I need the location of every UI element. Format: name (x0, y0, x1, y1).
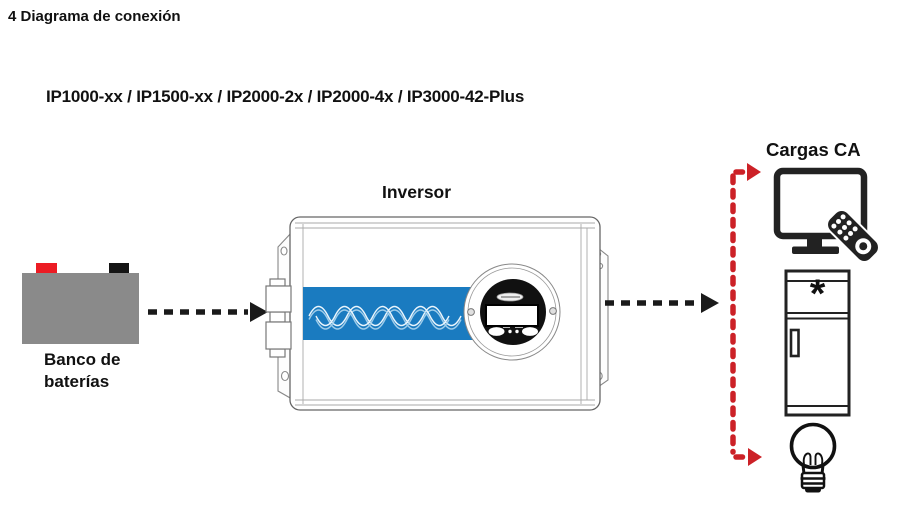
lcd-screen (485, 304, 539, 327)
fridge-door-handle (789, 328, 800, 358)
battery-bank-label: Banco de baterías (44, 349, 121, 393)
bezel-screw-right (549, 307, 557, 315)
red-arrowhead-to-bulb (748, 448, 762, 466)
bulb-filament (802, 452, 824, 465)
freezer-symbol: * (810, 272, 826, 316)
inverter-label: Inversor (382, 182, 452, 202)
round-lcd-display-panel (463, 263, 561, 361)
fridge-icon: * (784, 269, 851, 417)
loads-connection-line (730, 163, 762, 466)
battery-to-inverter-arrow (148, 302, 268, 322)
inverter-illustration (265, 216, 609, 411)
light-bulb-icon (789, 422, 837, 493)
ac-loads-label: Cargas CA (766, 139, 861, 160)
remote-control-icon (826, 209, 880, 263)
inverter-to-loads-arrow (605, 293, 719, 313)
display-buttons (488, 327, 538, 336)
dc-terminal-blocks (265, 278, 292, 358)
model-list: IP1000-xx / IP1500-xx / IP2000-2x / IP20… (46, 87, 525, 106)
section-title: 4 Diagrama de conexión (8, 8, 181, 25)
bezel-screw-left (467, 308, 475, 316)
battery-label-line2: baterías (44, 371, 110, 391)
battery-label-line1: Banco de (44, 350, 121, 369)
blue-wave-stripe (303, 287, 479, 340)
red-arrowhead-to-tv (747, 163, 761, 181)
battery-bank-icon (22, 263, 139, 344)
